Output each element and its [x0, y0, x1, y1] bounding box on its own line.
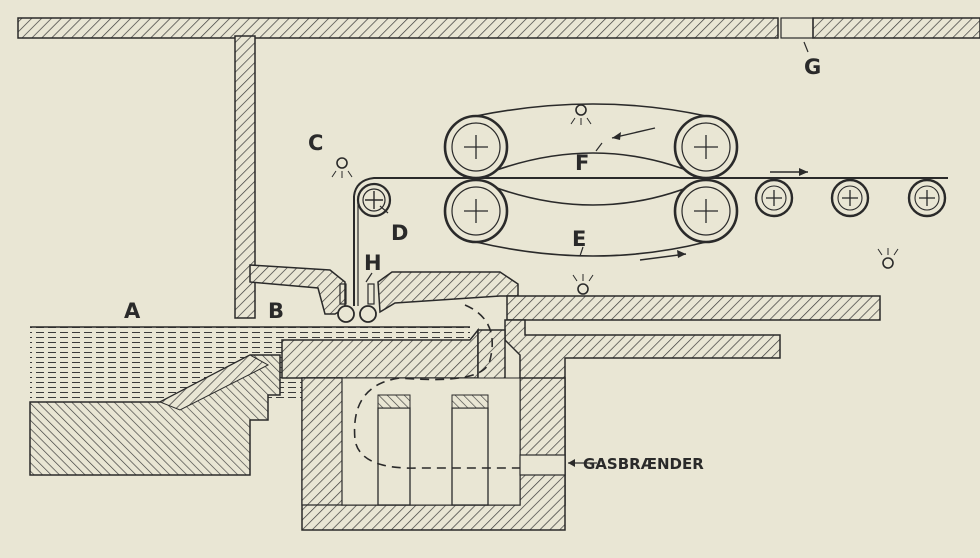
slot-roller-left [337, 305, 355, 323]
glass-ribbon [353, 177, 948, 306]
upper-belt-f [443, 103, 739, 180]
divider-wall [234, 35, 256, 319]
furnace-left [29, 354, 281, 476]
ceiling-beam [17, 17, 980, 39]
label-g: G [804, 55, 821, 79]
leader-lines [365, 41, 809, 467]
label-e: E [572, 227, 586, 251]
label-b: B [268, 299, 284, 323]
heater-f [570, 104, 592, 125]
label-h: H [364, 251, 382, 275]
label-gas-burner: GASBRÆNDER [583, 455, 704, 473]
conveyor-roller [830, 178, 870, 218]
label-d: D [391, 221, 408, 245]
slot-roller-right [359, 305, 377, 323]
heater-right [877, 248, 899, 269]
opening-g [780, 17, 814, 39]
conveyor-rollers [754, 168, 947, 218]
lower-belt-e [443, 178, 739, 261]
heater-c [331, 157, 353, 178]
conveyor-roller [907, 178, 947, 218]
heater-e [572, 274, 594, 295]
floor-slab [506, 295, 881, 321]
label-f: F [575, 151, 589, 175]
drawing-block [249, 264, 519, 323]
label-c: C [308, 131, 323, 155]
label-a: A [124, 299, 141, 323]
conveyor-roller [754, 178, 794, 218]
burner-pit [301, 304, 566, 531]
